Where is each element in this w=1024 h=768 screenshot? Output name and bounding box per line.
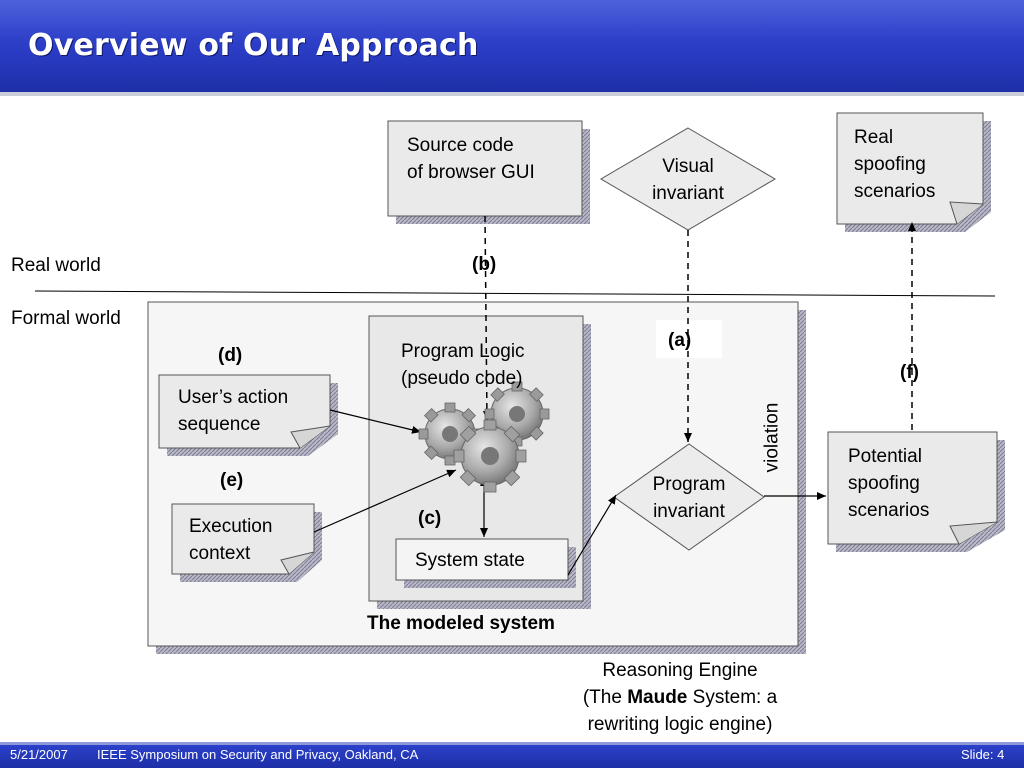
step-label-b: (b) xyxy=(472,254,497,275)
execution-context-line1: Execution xyxy=(189,516,273,537)
real-world-label: Real world xyxy=(11,255,101,276)
violation-label: violation xyxy=(761,402,783,473)
gears-icon xyxy=(418,381,550,493)
arrow-execution-context-to-gears xyxy=(313,469,457,533)
potential-spoofing-text: Potential spoofing scenarios xyxy=(848,443,929,524)
arrow-users-action-to-gears xyxy=(329,409,422,434)
footer-bar: 5/21/2007 IEEE Symposium on Security and… xyxy=(0,742,1024,768)
users-action-line2: sequence xyxy=(178,414,261,435)
reasoning-engine-line3: rewriting logic engine) xyxy=(587,714,773,735)
potential-spoofing-line3: scenarios xyxy=(848,500,930,521)
potential-spoofing-line1: Potential xyxy=(848,446,922,467)
footer-slide-value: 4 xyxy=(997,747,1005,762)
program-logic-line1: Program Logic xyxy=(401,341,525,362)
potential-spoofing-note-fold xyxy=(949,521,998,545)
source-code-line2: of browser GUI xyxy=(407,162,535,183)
users-action-text: User’s action sequence xyxy=(178,384,288,438)
step-label-d: (d) xyxy=(218,345,243,366)
system-state-box xyxy=(395,538,569,581)
reasoning-engine-line1: Reasoning Engine xyxy=(602,660,758,681)
users-action-line1: User’s action xyxy=(178,387,289,408)
source-code-text: Source code of browser GUI xyxy=(407,132,535,186)
program-invariant-line1: Program xyxy=(652,474,726,495)
title-bar-shine xyxy=(0,0,1024,40)
formal-world-label: Formal world xyxy=(11,308,121,329)
world-divider-line xyxy=(34,290,996,297)
label-a-background xyxy=(656,320,722,358)
program-logic-line2: (pseudo code) xyxy=(401,368,523,389)
footer-date: 5/21/2007 xyxy=(10,747,68,762)
visual-invariant-line2: invariant xyxy=(652,183,724,204)
step-label-c: (c) xyxy=(418,508,442,529)
step-label-a: (a) xyxy=(668,330,692,351)
title-underline xyxy=(0,92,1024,96)
source-code-box xyxy=(387,120,583,217)
footer-slide-number: Slide: 4 xyxy=(961,747,1004,762)
reasoning-engine-line2: (The Maude System: a xyxy=(540,684,820,711)
step-label-e: (e) xyxy=(220,470,244,491)
reasoning-engine-caption: Reasoning Engine (The Maude System: a re… xyxy=(540,657,820,738)
real-spoofing-line1: Real xyxy=(854,127,894,148)
reasoning-engine-line2-pre: (The xyxy=(582,687,628,708)
reasoning-engine-maude: Maude xyxy=(627,687,688,708)
arrow-system-state-to-program-invariant xyxy=(567,494,617,576)
step-label-f: (f) xyxy=(900,362,919,383)
real-spoofing-note-fold xyxy=(949,201,984,225)
program-invariant-text: Program invariant xyxy=(629,471,749,525)
program-invariant-diamond xyxy=(613,443,765,551)
visual-invariant-line1: Visual xyxy=(662,156,714,177)
execution-context-text: Execution context xyxy=(189,513,272,567)
real-spoofing-text: Real spoofing scenarios xyxy=(854,124,935,205)
dashed-line-source-to-gears xyxy=(482,215,491,421)
program-invariant-line2: invariant xyxy=(653,501,725,522)
execution-context-line2: context xyxy=(189,543,251,564)
system-state-text: System state xyxy=(415,550,525,571)
footer-stripe xyxy=(0,742,1024,745)
reasoning-engine-line2-post: System: a xyxy=(687,687,778,708)
title-bar: Overview of Our Approach xyxy=(0,0,1024,92)
footer-venue: IEEE Symposium on Security and Privacy, … xyxy=(97,747,419,762)
slide-title: Overview of Our Approach xyxy=(28,28,479,63)
real-spoofing-line3: scenarios xyxy=(854,181,936,202)
real-spoofing-line2: spoofing xyxy=(854,154,926,175)
visual-invariant-text: Visual invariant xyxy=(628,153,748,207)
modeled-system-label: The modeled system xyxy=(367,613,555,634)
source-code-line1: Source code xyxy=(407,135,514,156)
users-action-note-fold xyxy=(290,425,331,449)
footer-slide-label: Slide: xyxy=(961,747,994,762)
program-logic-text: Program Logic (pseudo code) xyxy=(401,338,525,392)
execution-context-note-fold xyxy=(280,551,315,575)
potential-spoofing-line2: spoofing xyxy=(848,473,920,494)
